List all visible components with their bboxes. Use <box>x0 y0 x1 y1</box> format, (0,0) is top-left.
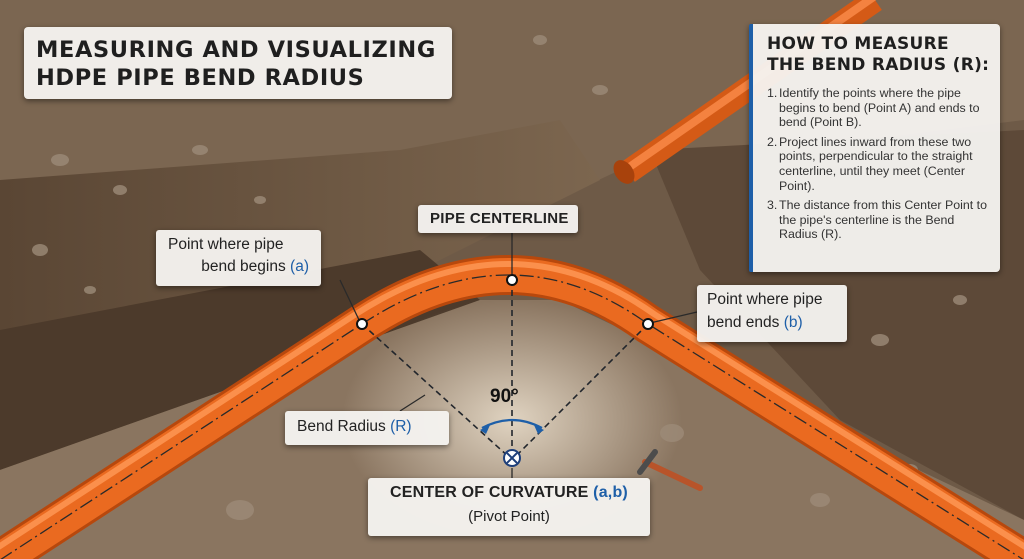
title-line-2: HDPE PIPE BEND RADIUS <box>36 65 365 91</box>
point-a-marker <box>356 318 368 330</box>
howto-heading-line-1: HOW TO MEASURE <box>767 34 949 54</box>
callout-bend-ends-line-2: bend ends (b) <box>707 314 803 331</box>
howto-step: 3.The distance from this Center Point to… <box>767 198 993 242</box>
howto-step-text: Identify the points where the pipe begin… <box>779 86 980 130</box>
rocks <box>32 35 967 520</box>
radius-lines <box>361 280 649 459</box>
callout-bend-begins-line-1: Point where pipe <box>168 236 284 253</box>
howto-step: 2.Project lines inward from these two po… <box>767 135 993 193</box>
angle-arc <box>481 418 543 429</box>
center-of-curvature-marker <box>503 449 521 467</box>
callout-pipe-centerline: PIPE CENTERLINE <box>418 205 578 233</box>
callout-bend-ends-line-1: Point where pipe <box>707 291 823 308</box>
callout-pivot-point: (Pivot Point) <box>468 508 550 525</box>
howto-panel: HOW TO MEASURE THE BEND RADIUS (R): 1.Id… <box>749 24 1000 272</box>
callout-center-of-curvature-label: CENTER OF CURVATURE (a,b) <box>390 484 628 501</box>
callout-bend-radius: Bend Radius (R) <box>285 411 449 445</box>
callout-bend-ends: Point where pipe bend ends (b) <box>697 285 847 342</box>
callout-pipe-centerline-label: PIPE CENTERLINE <box>430 210 569 227</box>
callout-bend-radius-label: Bend Radius (R) <box>297 418 412 435</box>
howto-step-text: The distance from this Center Point to t… <box>779 198 987 242</box>
howto-steps: 1.Identify the points where the pipe beg… <box>767 86 993 247</box>
title-line-1: MEASURING AND VISUALIZING <box>36 37 436 63</box>
howto-heading: HOW TO MEASURE THE BEND RADIUS (R): <box>767 34 989 76</box>
angle-label: 90° <box>490 386 519 407</box>
hammer <box>637 449 703 491</box>
callout-bend-begins-line-2: bend begins (a) <box>201 258 309 275</box>
title-panel: MEASURING AND VISUALIZING HDPE PIPE BEND… <box>24 27 452 99</box>
point-b-marker <box>642 318 654 330</box>
callout-center-of-curvature: CENTER OF CURVATURE (a,b) (Pivot Point) <box>368 478 650 536</box>
howto-step-text: Project lines inward from these two poin… <box>779 134 973 193</box>
howto-heading-line-2: THE BEND RADIUS (R): <box>767 55 990 75</box>
centerline-marker <box>506 274 518 286</box>
callout-bend-begins: Point where pipe bend begins (a) <box>156 230 321 286</box>
howto-step: 1.Identify the points where the pipe beg… <box>767 86 993 130</box>
